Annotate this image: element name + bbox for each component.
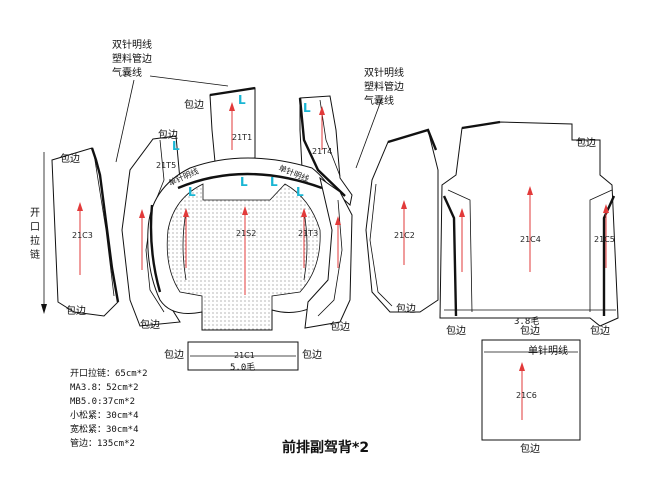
grain-arrow-21c2 <box>401 200 407 265</box>
bottom-right-dim: 3.8毛 <box>514 315 539 327</box>
piece-21c2 <box>365 128 439 313</box>
opening-zipper-label: 开 口 拉 链 <box>30 208 40 261</box>
piece-code-21c2: 21C2 <box>394 231 415 240</box>
spec-line-5: 宽松紧：30cm*4 <box>70 423 139 435</box>
edge-label-c3-top: 包边 <box>60 152 80 165</box>
grain-arrow-c4-left <box>459 208 465 272</box>
piece-code-21t3: 21T3 <box>298 229 318 238</box>
l-mark-7: L <box>296 185 304 199</box>
piece-code-21c3: 21C3 <box>72 231 93 240</box>
left-note-line-2: 塑料管边 <box>112 52 152 65</box>
l-mark-4: L <box>240 175 248 189</box>
left-note-line-1: 双针明线 <box>112 38 152 51</box>
callout-lines <box>41 75 383 314</box>
piece-codes: 21C3 21T5 21T1 21T4 21S2 21T3 21C2 21C4 … <box>72 133 615 400</box>
left-note-line-3: 气囊线 <box>112 66 142 79</box>
spec-list: 开口拉链：65cm*2 MA3.8：52cm*2 MB5.0:37cm*2 小松… <box>70 367 148 449</box>
edge-label-t5-top: 包边 <box>158 128 178 141</box>
edge-label-c1-right: 包边 <box>302 348 322 361</box>
edge-label-t5-bottom: 包边 <box>140 318 160 331</box>
piece-code-21t4: 21T4 <box>312 147 332 156</box>
piece-21c4 <box>439 120 619 327</box>
piece-21t4 <box>298 95 353 206</box>
piece-code-21t1: 21T1 <box>232 133 252 142</box>
piece-code-21c5: 21C5 <box>594 235 615 244</box>
grain-arrow-s2-left <box>183 208 189 268</box>
piece-code-21c1: 21C1 <box>234 351 255 360</box>
edge-labels: 包边 包边 包边 包边 包边 包边 包边 包边 包边 包边 包边 包边 包边 包… <box>60 98 610 455</box>
edge-label-t1-left: 包边 <box>184 98 204 111</box>
diagram-title: 前排副驾背*2 <box>282 439 369 456</box>
piece-code-21s2: 21S2 <box>236 229 256 238</box>
piece-21c1 <box>187 341 299 371</box>
spec-line-3: MB5.0:37cm*2 <box>70 397 135 407</box>
grain-arrow-right-strip <box>335 216 341 268</box>
edge-label-t3-bottom: 包边 <box>330 320 350 333</box>
left-note: 双针明线 塑料管边 气囊线 <box>112 38 152 79</box>
right-note-line-1: 双针明线 <box>364 66 404 79</box>
l-mark-6: L <box>188 185 196 199</box>
l-marks: L L L L L L L <box>172 93 311 199</box>
grain-arrow-21c3 <box>77 202 83 275</box>
edge-label-c6-bottom: 包边 <box>520 442 540 455</box>
edge-label-c4-top: 包边 <box>576 136 596 149</box>
l-mark-1: L <box>238 93 246 107</box>
piece-code-21c6: 21C6 <box>516 391 537 400</box>
edge-label-c4-bl: 包边 <box>446 324 466 337</box>
grain-arrow-21t4 <box>319 106 325 150</box>
edge-label-c4-bc: 包边 <box>520 324 540 337</box>
edge-label-c2-bottom: 包边 <box>396 302 416 315</box>
spec-line-4: 小松紧：30cm*4 <box>70 409 139 421</box>
edge-label-c3-bottom: 包边 <box>66 304 86 317</box>
grain-arrow-21c5 <box>603 204 609 268</box>
piece-code-21t5: 21T5 <box>156 161 176 170</box>
zipper-char-1: 开 <box>30 208 40 219</box>
zipper-char-2: 口 <box>30 222 40 233</box>
spec-line-1: 开口拉链：65cm*2 <box>70 367 148 379</box>
edge-label-c1-left: 包边 <box>164 348 184 361</box>
l-mark-5: L <box>270 175 278 189</box>
edge-label-c4-br: 包边 <box>590 324 610 337</box>
single-needle-label: 单针明线 <box>528 344 568 357</box>
zipper-char-4: 链 <box>30 248 40 261</box>
bottom-center-dim: 5.0毛 <box>230 361 255 373</box>
piece-code-21c4: 21C4 <box>520 235 541 244</box>
l-mark-2: L <box>303 101 311 115</box>
grain-arrows <box>77 102 609 420</box>
grain-arrow-21s2 <box>242 206 248 295</box>
grain-arrow-21t3 <box>301 208 307 268</box>
piece-21c3 <box>51 147 120 317</box>
zipper-char-3: 拉 <box>30 234 40 247</box>
piece-21c6 <box>481 339 581 441</box>
spec-line-6: 管边：135cm*2 <box>70 437 135 449</box>
grain-arrow-21t5 <box>139 209 145 270</box>
right-note: 双针明线 塑料管边 气囊线 <box>364 66 404 107</box>
l-mark-3: L <box>172 139 180 153</box>
grain-arrow-21t1 <box>229 102 235 150</box>
right-note-line-2: 塑料管边 <box>364 80 404 93</box>
right-note-line-3: 气囊线 <box>364 94 394 107</box>
grain-arrow-21c4 <box>527 186 533 272</box>
spec-line-2: MA3.8：52cm*2 <box>70 383 139 393</box>
grain-arrow-21c6 <box>519 362 525 420</box>
